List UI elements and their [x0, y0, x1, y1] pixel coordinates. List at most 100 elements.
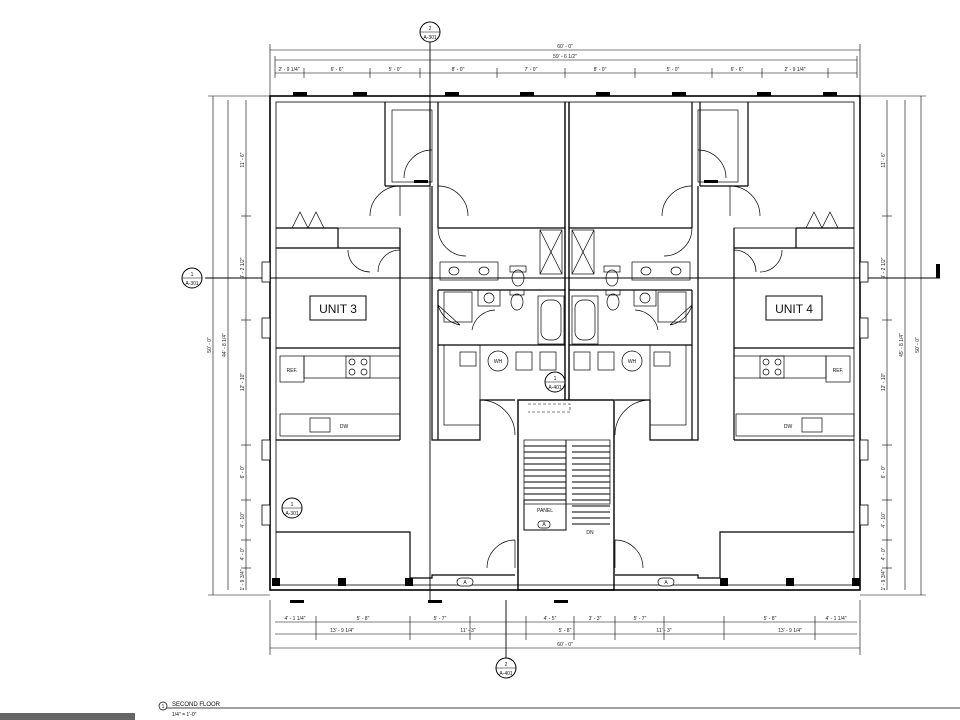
dim-bot2-3: 5' - 8" [559, 628, 572, 634]
door-tags: A A A [456, 520, 675, 587]
section-bottom-sheet: A-401 [499, 671, 513, 677]
dim-top-seg-1: 2' - 9 1/4" [278, 67, 299, 73]
dim-left-inner: 44' - 8 1/4" [222, 333, 228, 357]
dim-right-overall: 50' - 0" [915, 337, 921, 353]
dim-right-seg-7: 1' - 9 3/4" [881, 569, 887, 590]
dim-top-seg-8: 6' - 6" [731, 67, 744, 73]
bottom-dimension-texts: 4' - 1 1/4" 5' - 8" 5' - 7" 4' - 5" 3' -… [284, 616, 846, 648]
ref-label-unit4: REF. [833, 368, 844, 374]
panel-label: PANEL [537, 508, 553, 514]
dim-right-seg-5: 4' - 10" [881, 512, 887, 528]
dim-right-seg-6: 4' - 0" [881, 547, 887, 560]
dim-top-seg-7: 5' - 0" [667, 67, 680, 73]
unit3-label: UNIT 3 [319, 302, 357, 316]
bottom-dimensions [269, 600, 861, 655]
stair-section-sheet: A-401 [548, 385, 562, 391]
bath-fixtures [439, 229, 691, 372]
dim-left-seg-3: 12' - 10" [240, 373, 246, 392]
dim-top-seg-3: 5' - 0" [389, 67, 402, 73]
dim-left-seg-5: 4' - 10" [240, 512, 246, 528]
door-tag-2: A [664, 580, 668, 586]
ref-label-unit3: REF. [287, 368, 298, 374]
dim-left-seg-2: 9' - 2 1/2" [240, 257, 246, 278]
section-left-sheet: A-301 [185, 281, 199, 287]
left-dimensions [208, 95, 270, 596]
dim-bot1-3: 5' - 7" [434, 616, 447, 622]
unit4-label-box: UNIT 4 [765, 295, 823, 321]
windows-sides [261, 261, 869, 526]
windows-top [293, 92, 837, 96]
door-tag-3: A [542, 522, 546, 528]
stair-section-num: 1 [554, 376, 557, 382]
title-number: 1 [162, 704, 165, 710]
unit4-label: UNIT 4 [775, 302, 813, 316]
dim-top-seg-2: 6' - 6" [331, 67, 344, 73]
dim-right-seg-1: 11' - 6" [881, 152, 887, 167]
section-marker-left: 1 A-301 [181, 267, 203, 289]
dim-right-seg-2: 9' - 2 1/2" [881, 257, 887, 278]
dim-left-overall: 50' - 0" [207, 337, 213, 353]
dim-top-overall: 60' - 0" [557, 44, 573, 50]
section-bottom-num: 2 [505, 662, 508, 668]
dim-right-seg-3: 12' - 10" [881, 373, 887, 392]
exterior-walls [269, 95, 861, 591]
section-marker-top: 2 A-301 [419, 21, 441, 43]
right-dimensions [860, 95, 926, 596]
stair-dn-label: DN [586, 530, 594, 536]
dim-bot1-5: 3' - 3" [589, 616, 602, 622]
dim-bot1-1: 4' - 1 1/4" [284, 616, 305, 622]
dim-bot2-1: 13' - 9 1/4" [330, 628, 354, 634]
unit4-walls [569, 102, 854, 579]
dim-top-seg-6: 8' - 0" [594, 67, 607, 73]
dim-right-seg-4: 6' - 0" [881, 465, 887, 478]
dim-bot2-2: 11' - 3" [460, 628, 475, 634]
bottom-wall-details [272, 180, 940, 603]
unit3-walls [276, 102, 565, 579]
appliance-labels: REF. REF. DW DW WH WH PANEL DN [287, 359, 844, 536]
dim-bot1-4: 4' - 5" [544, 616, 557, 622]
dim-left-seg-4: 6' - 0" [240, 465, 246, 478]
section-top-sheet: A-301 [423, 35, 437, 41]
dim-bot1-6: 5' - 7" [634, 616, 647, 622]
detail-sheet: A-301 [285, 511, 299, 517]
dim-bot2-5: 13' - 9 1/4" [778, 628, 802, 634]
detail-num: 1 [291, 502, 294, 508]
dim-bot1-8: 4' - 1 1/4" [825, 616, 846, 622]
top-dimension-texts: 60' - 0" 59' - 6 1/2" 2' - 9 1/4" 6' - 6… [278, 44, 805, 73]
dw-label-unit3: DW [340, 424, 349, 430]
top-dimensions [269, 44, 861, 96]
unit3-closets [337, 109, 481, 426]
section-cut-lines [205, 40, 940, 660]
stair [517, 399, 615, 591]
dim-bot2-4: 11' - 3" [656, 628, 671, 634]
unit3-door-swings [291, 149, 516, 569]
unit3-label-box: UNIT 3 [309, 295, 367, 321]
left-dimension-texts: 50' - 0" 44' - 8 1/4" 11' - 6" 9' - 2 1/… [207, 152, 246, 590]
title-block: 1 SECOND FLOOR 1/4" = 1'-0" [0, 701, 960, 720]
detail-marker: 1 A-301 [281, 497, 303, 519]
dim-top-seg-5: 7' - 0" [525, 67, 538, 73]
title-scale: 1/4" = 1'-0" [172, 712, 197, 718]
dw-label-unit4: DW [784, 424, 793, 430]
stair-section-marker: 1 A-401 [544, 371, 566, 393]
dim-bot1-7: 5' - 8" [764, 616, 777, 622]
dim-bottom-overall: 60' - 0" [557, 642, 573, 648]
section-marker-bottom: 2 A-401 [495, 657, 517, 679]
door-tag-1: A [463, 580, 467, 586]
dim-left-seg-7: 1' - 9 3/4" [240, 569, 246, 590]
right-dimension-texts: 50' - 0" 45' - 8 1/4" 11' - 6" 9' - 2 1/… [881, 152, 921, 590]
dim-bot1-2: 5' - 8" [357, 616, 370, 622]
section-left-num: 1 [191, 272, 194, 278]
dim-top-seg-4: 8' - 0" [452, 67, 465, 73]
wh-label-unit4: WH [628, 359, 637, 365]
wh-label-unit3: WH [494, 359, 503, 365]
title-text: SECOND FLOOR [172, 702, 221, 708]
dim-left-seg-6: 4' - 0" [240, 547, 246, 560]
unit4-door-swings [614, 149, 839, 569]
dim-right-inner: 45' - 8 1/4" [899, 333, 905, 357]
section-top-num: 2 [429, 26, 432, 32]
dim-top-seg-9: 2' - 9 1/4" [784, 67, 805, 73]
dim-left-seg-1: 11' - 6" [240, 152, 246, 167]
dim-top-inner: 59' - 6 1/2" [553, 54, 577, 60]
